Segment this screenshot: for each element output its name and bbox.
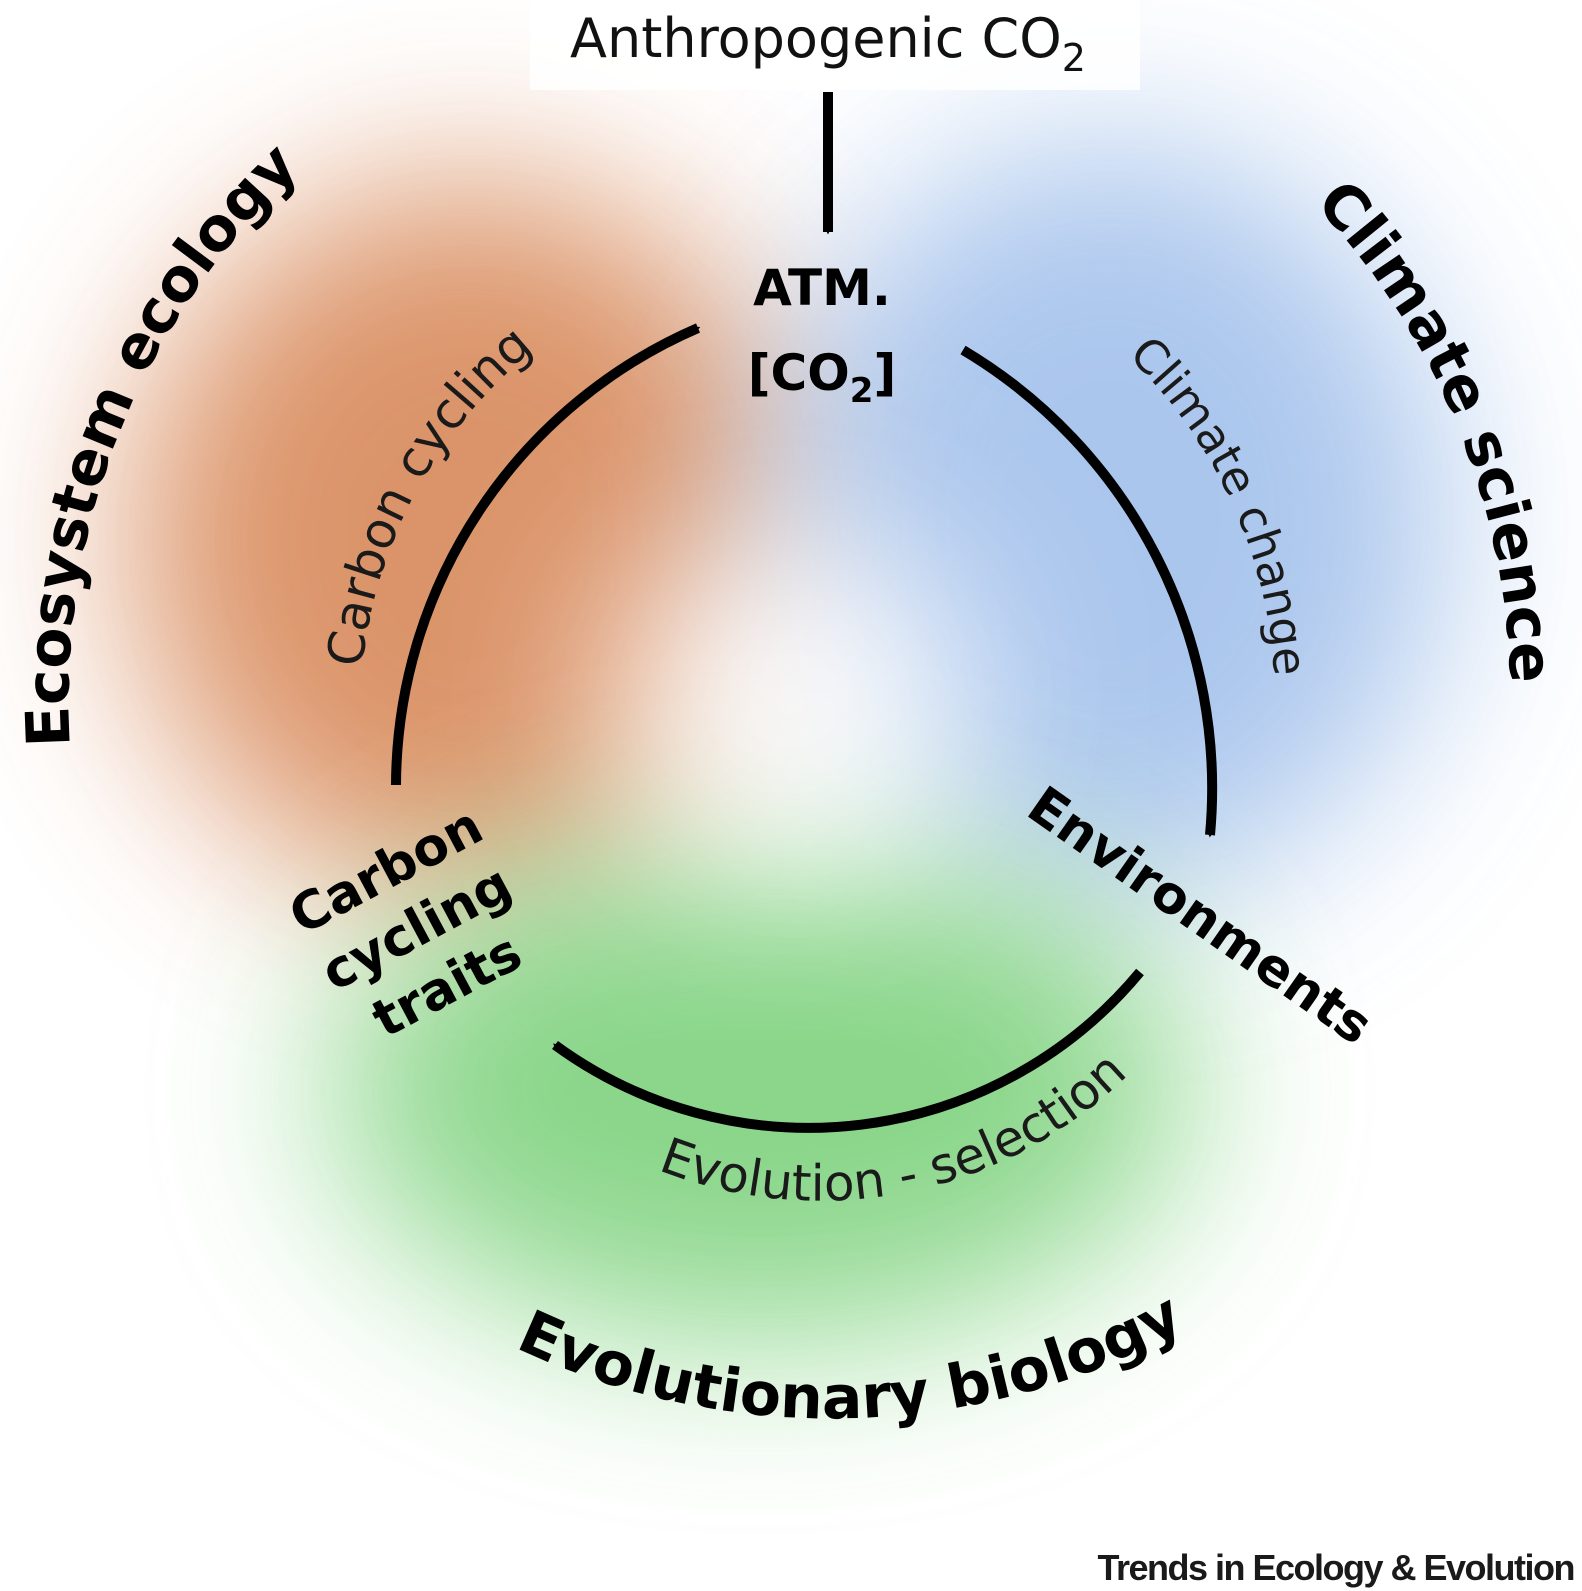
- journal-footer: Trends in Ecology & Evolution: [1097, 1547, 1575, 1588]
- anthropogenic-co2-label: Anthropogenic CO2: [570, 7, 1086, 80]
- center-white: [610, 530, 970, 870]
- atm-line1: ATM.: [753, 259, 891, 317]
- carbon-cycling-arrow: [391, 323, 701, 786]
- arrows: [391, 92, 1218, 1133]
- climate-change-arrow: [960, 345, 1218, 838]
- background-washes: [130, 0, 1450, 1340]
- evolution-selection-arrow: [552, 968, 1144, 1133]
- node-atm: ATM. [CO2]: [748, 259, 897, 411]
- evolution-wash: [330, 840, 1190, 1340]
- top-label-white: [530, 0, 1140, 90]
- atm-line2: [CO2]: [748, 344, 897, 411]
